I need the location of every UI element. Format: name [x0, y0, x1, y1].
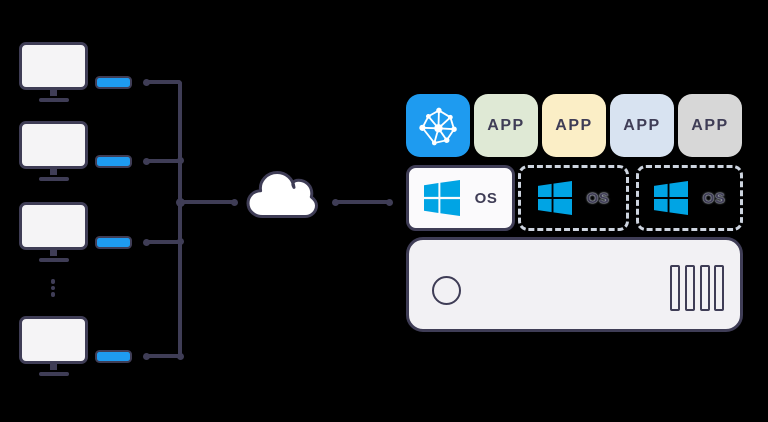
monitor-stand-neck	[50, 364, 57, 370]
bus-junction-dot	[176, 237, 184, 245]
vent-slot-icon	[685, 265, 695, 311]
os-label: OS	[586, 189, 610, 207]
server-stack: APP APP APP APP OS	[406, 94, 743, 332]
monitor-stand-neck	[50, 250, 57, 256]
client-workstation	[19, 202, 184, 266]
network-icon	[419, 107, 457, 145]
vent-slot-icon	[700, 265, 710, 311]
monitor-stand-base	[38, 98, 69, 102]
os-box-host: OS	[406, 165, 515, 231]
windows-icon	[653, 181, 688, 215]
monitor-icon	[19, 202, 88, 250]
os-box-virtual: OS	[636, 165, 743, 231]
server-chassis	[406, 237, 743, 332]
vent-slot-icon	[670, 265, 680, 311]
client-workstation	[19, 42, 184, 106]
monitor-stand-neck	[50, 90, 57, 96]
os-label: OS	[474, 189, 498, 207]
client-workstation	[19, 316, 184, 380]
app-tile: APP	[610, 94, 674, 157]
link-endpoint-dot	[231, 198, 238, 206]
network-dongle	[95, 75, 132, 89]
link-endpoint-dot	[385, 198, 393, 206]
link-line	[146, 80, 181, 84]
more-clients-ellipsis	[50, 279, 56, 299]
monitor-icon	[19, 121, 88, 169]
network-dongle	[95, 154, 132, 168]
app-tile: APP	[678, 94, 742, 157]
app-tile: APP	[542, 94, 606, 157]
link-line	[146, 240, 181, 244]
monitor-icon	[19, 316, 88, 364]
app-label: APP	[691, 116, 729, 134]
app-label: APP	[623, 116, 661, 134]
monitor-stand-base	[38, 177, 69, 181]
power-circle-icon	[432, 276, 461, 305]
bus-junction-dot	[176, 157, 184, 164]
app-label: APP	[487, 116, 525, 134]
app-tile-orchestrator	[406, 94, 470, 157]
bus-junction-dot	[176, 352, 184, 360]
link-line	[146, 354, 181, 358]
vent-slot-icon	[714, 265, 724, 311]
network-dongle	[95, 349, 132, 363]
windows-icon	[423, 180, 460, 216]
client-workstation	[19, 121, 184, 185]
monitor-stand-neck	[50, 169, 57, 175]
cloud-to-server-line	[334, 200, 389, 204]
os-box-virtual: OS	[518, 165, 629, 231]
windows-icon	[537, 181, 572, 215]
link-line	[146, 159, 181, 163]
network-bus-line	[178, 80, 182, 358]
monitor-icon	[19, 42, 88, 90]
app-tile: APP	[474, 94, 538, 157]
cloud-icon	[246, 171, 318, 218]
monitor-stand-base	[38, 372, 69, 376]
network-dongle	[95, 235, 132, 249]
monitor-stand-base	[38, 258, 69, 262]
app-label: APP	[555, 116, 593, 134]
os-label: OS	[702, 189, 726, 207]
bus-to-cloud-line	[180, 200, 234, 204]
